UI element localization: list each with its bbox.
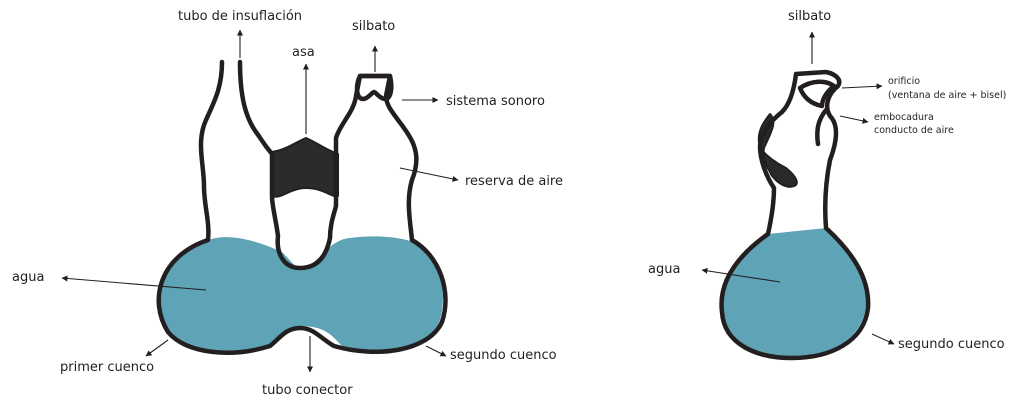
mouthpiece-dark-piece xyxy=(757,113,798,188)
right-vessel-outline xyxy=(719,69,871,361)
whistle-window xyxy=(797,79,837,109)
single-vessel xyxy=(719,69,871,361)
label-embocadura-line2: conducto de aire xyxy=(874,125,954,136)
label-agua-right: agua xyxy=(648,262,680,277)
label-sistema-sonoro: sistema sonoro xyxy=(446,94,545,109)
air-duct-line xyxy=(815,107,829,147)
left-vessel-outline xyxy=(156,59,448,355)
label-segundo-cuenco-left: segundo cuenco xyxy=(450,348,557,363)
arrow-agua-right xyxy=(701,267,781,283)
arrow-primer-cuenco xyxy=(145,339,169,357)
label-silbato-right: silbato xyxy=(788,9,831,24)
arrow-orificio xyxy=(841,83,883,90)
label-asa: asa xyxy=(292,45,315,60)
label-tubo-conector: tubo conector xyxy=(262,383,353,398)
label-agua-left: agua xyxy=(12,270,44,285)
whistle-cap xyxy=(354,73,394,102)
label-silbato-left: silbato xyxy=(352,19,395,34)
double-vessel xyxy=(156,59,448,355)
right-water-fill xyxy=(723,228,867,356)
label-reserva-aire: reserva de aire xyxy=(465,174,563,189)
arrow-segundo-cuenco-left xyxy=(425,345,447,357)
label-orificio-line2: (ventana de aire + bisel) xyxy=(888,90,1006,101)
label-primer-cuenco: primer cuenco xyxy=(60,360,154,375)
arrow-reserva-aire xyxy=(399,167,459,182)
label-segundo-cuenco-right: segundo cuenco xyxy=(898,337,1005,352)
label-embocadura-line1: embocadura xyxy=(874,112,934,123)
arrow-agua-left xyxy=(61,275,207,291)
label-tubo-insuflacion: tubo de insuflación xyxy=(178,9,302,24)
label-orificio-line1: orificio xyxy=(888,76,920,87)
arrow-segundo-cuenco-right xyxy=(871,333,895,345)
arrow-embocadura xyxy=(839,115,869,124)
left-water-fill xyxy=(160,236,443,352)
handle-dark-piece xyxy=(271,137,339,198)
